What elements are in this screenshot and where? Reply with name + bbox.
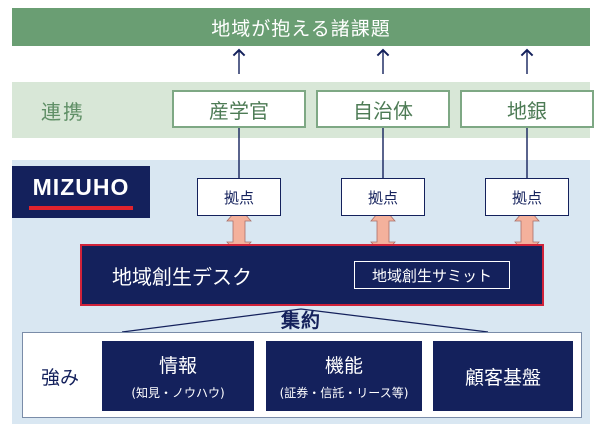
- issues-banner-title: 地域が抱える諸課題: [211, 17, 391, 40]
- collaboration-label: 連携: [41, 99, 85, 124]
- strength-information-title: 情報: [158, 355, 197, 377]
- mizuho-logo: MIZUHO: [12, 166, 150, 218]
- partner-industry-academia-government: 産学官: [172, 90, 306, 128]
- strength-customer-base: 顧客基盤: [433, 341, 573, 411]
- logo-red-bar: [29, 206, 133, 210]
- issues-banner: 地域が抱える諸課題: [12, 8, 590, 46]
- partner-local-government: 自治体: [316, 90, 450, 128]
- regional-summit-box: 地域創生サミット: [354, 261, 510, 289]
- aggregate-funnel: [121, 308, 489, 333]
- aggregate-label: 集約: [280, 309, 321, 332]
- strength-functions: 機能 (証券・信託・リース等): [266, 341, 422, 411]
- hub-box-3: 拠点: [485, 178, 569, 216]
- strengths-label: 強み: [40, 366, 79, 389]
- partner-regional-bank: 地銀: [460, 90, 594, 128]
- hub-box-2: 拠点: [341, 178, 425, 216]
- desk-label: 地域創生デスク: [112, 264, 252, 289]
- strength-customer-base-title: 顧客基盤: [464, 366, 541, 389]
- strength-functions-detail: (証券・信託・リース等): [279, 386, 409, 400]
- strength-information: 情報 (知見・ノウハウ): [102, 341, 254, 411]
- hub-box-1: 拠点: [197, 178, 281, 216]
- regional-revitalization-desk: [80, 244, 544, 306]
- strength-information-detail: (知見・ノウハウ): [131, 386, 225, 400]
- strength-functions-title: 機能: [324, 355, 363, 377]
- logo-wordmark: MIZUHO: [32, 174, 130, 200]
